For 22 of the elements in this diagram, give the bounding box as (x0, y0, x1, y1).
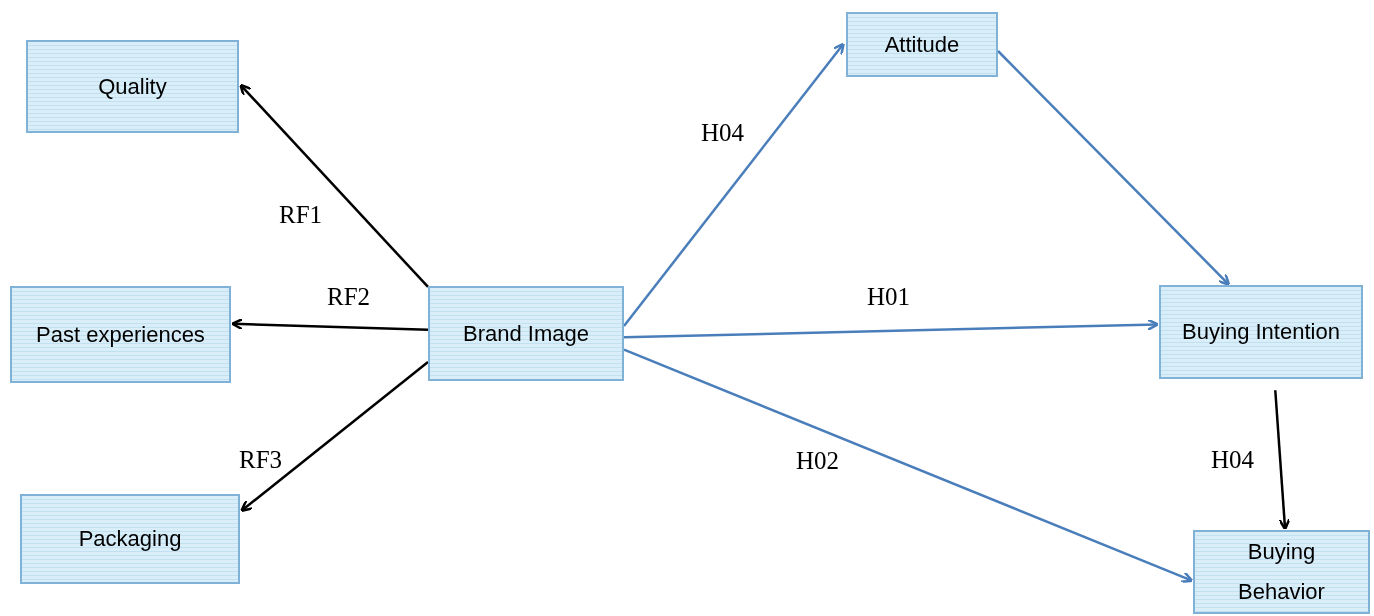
arrow (230, 317, 429, 331)
box-text: Attitude (884, 30, 960, 59)
box-text: Buying Intention (1182, 318, 1340, 346)
concept-box (846, 12, 998, 77)
box-text: Quality (98, 72, 167, 101)
concept-box (1193, 530, 1370, 614)
box-text: Packaging (78, 525, 182, 553)
concept-box (26, 40, 239, 133)
arrow (623, 318, 1160, 339)
arrow (240, 361, 429, 513)
concept-box (10, 286, 231, 383)
arrow (623, 42, 845, 327)
arrow (997, 50, 1231, 286)
box-text: Buying Behavior (1237, 538, 1326, 606)
arrow (623, 348, 1194, 583)
box-text: Past experiences (36, 320, 205, 349)
concept-box (1159, 285, 1363, 379)
box-text: Brand Image (463, 319, 589, 348)
concept-box (20, 494, 240, 584)
arrow (1274, 390, 1291, 531)
arrow (239, 83, 429, 288)
concept-box (428, 286, 624, 381)
